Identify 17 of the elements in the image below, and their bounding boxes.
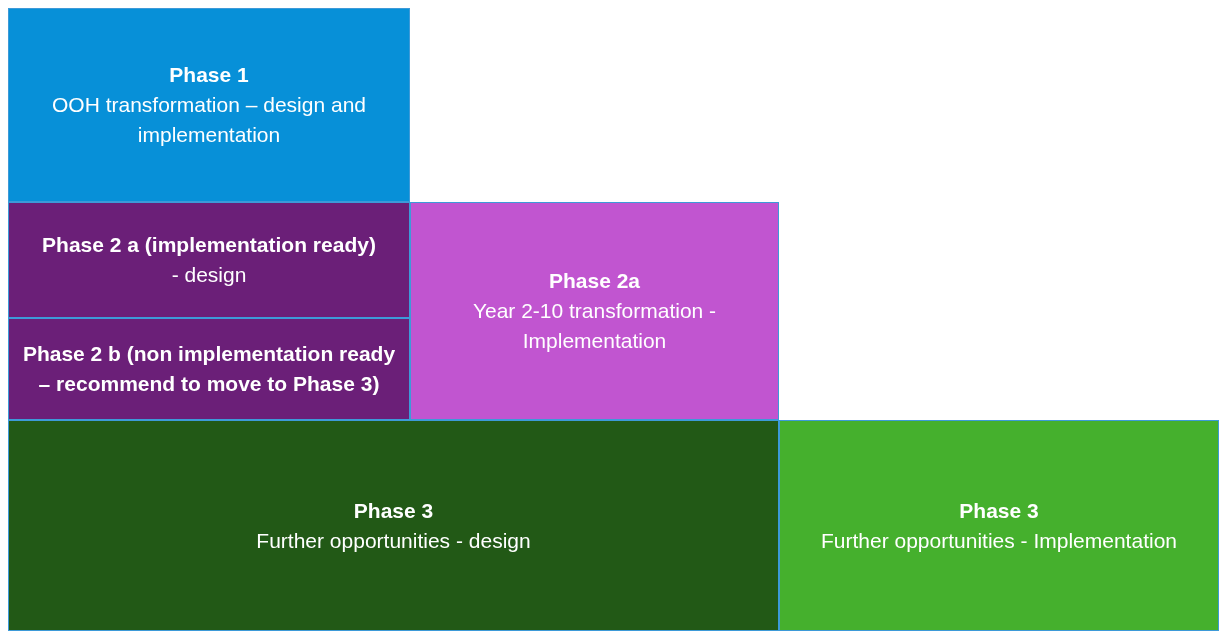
phase-heading: Phase 1: [169, 62, 249, 88]
phase-heading: Phase 3: [353, 497, 434, 524]
phase-block: [779, 420, 1219, 631]
phase-block: [410, 202, 779, 420]
phase-description: Year 2-10 transformation - Implementation: [471, 298, 718, 354]
phase-heading: Phase 2 b (non implementation ready – recommend to move to Phase 3): [21, 341, 397, 397]
phase-description: Further opportunities - design: [256, 527, 531, 554]
phase-block: [8, 318, 410, 420]
phase-block: [8, 8, 410, 202]
phase-block: [8, 202, 410, 318]
phase-heading: Phase 2a: [548, 268, 641, 294]
phase-description: Further opportunities - Implementation: [821, 527, 1177, 554]
phase-description: OOH transformation – design and implementation: [51, 92, 367, 148]
phase-description: - design: [171, 262, 247, 288]
phase-heading: Phase 2 a (implementation ready): [42, 232, 376, 258]
phase-block: [8, 420, 779, 631]
phase-heading: Phase 3: [959, 497, 1039, 524]
